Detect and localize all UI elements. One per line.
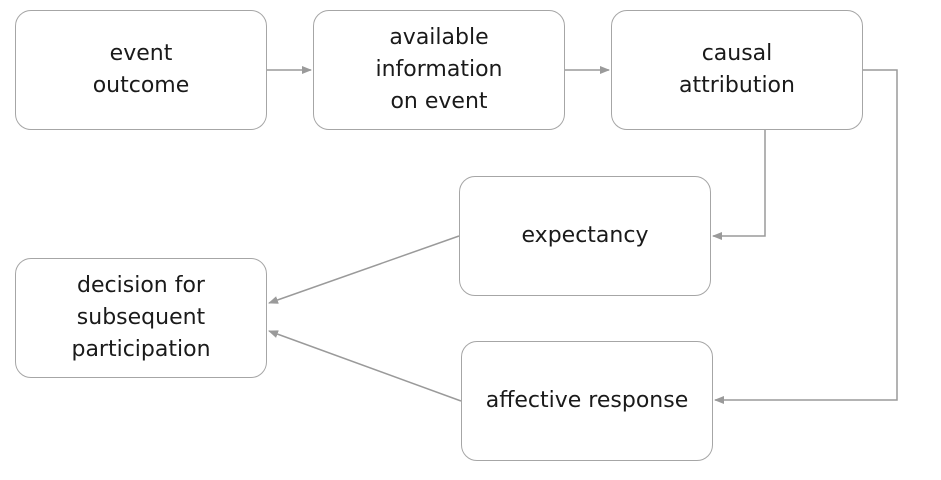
node-causal-attribution-label: causal attribution [679,38,795,102]
node-affective-response: affective response [461,341,713,461]
node-available-information-label: available information on event [376,22,503,118]
node-label-line: affective response [485,388,689,413]
node-causal-attribution: causal attribution [611,10,863,130]
node-label-line: available [389,25,489,50]
node-available-information: available information on event [313,10,565,130]
node-label-line: event [109,41,173,66]
node-label-line: information [375,57,503,82]
node-label-line: subsequent [76,305,206,330]
node-label-line: participation [71,337,211,362]
node-label-line: expectancy [521,223,649,248]
node-decision-for-subsequent-participation: decision for subsequent participation [15,258,267,378]
node-label-line: outcome [92,73,190,98]
node-label-line: causal [701,41,773,66]
node-affective-response-label: affective response [486,385,688,417]
edge-expectancy-to-decision [268,235,460,304]
node-label-line: attribution [679,73,795,98]
edge-causal-attribution-to-affective-response [714,69,898,404]
node-decision-label: decision for subsequent participation [71,270,210,366]
node-label-line: on event [390,89,488,114]
node-expectancy-label: expectancy [522,220,649,252]
node-event-outcome: event outcome [15,10,267,130]
node-expectancy: expectancy [459,176,711,296]
edge-causal-attribution-to-expectancy [712,130,766,240]
node-label-line: decision for [77,273,205,298]
edge-affective-response-to-decision [268,330,462,402]
node-event-outcome-label: event outcome [93,38,190,102]
